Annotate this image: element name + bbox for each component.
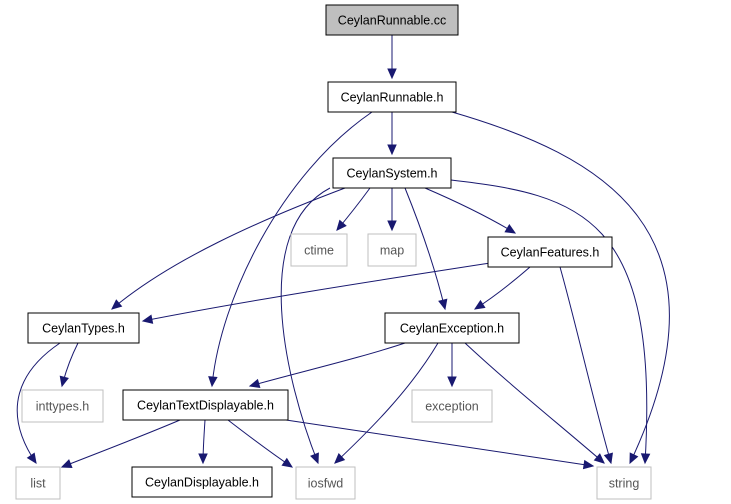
nodes-layer: CeylanRunnable.ccCeylanRunnable.hCeylanS…: [15, 4, 652, 500]
edge-features-h-to-string: [559, 266, 613, 465]
node-label: CeylanRunnable.h: [341, 91, 444, 105]
edge-system-h-to-map: [387, 188, 397, 232]
node-label: exception: [425, 400, 479, 414]
node-label: ctime: [304, 244, 334, 258]
node-label: inttypes.h: [36, 400, 90, 414]
edge-textdisp-h-to-list: [60, 419, 181, 468]
node-box: [596, 466, 652, 500]
node-box: [411, 389, 493, 423]
node-label: list: [30, 477, 46, 491]
edge-system-h-to-features-h: [424, 187, 517, 234]
node-box: [122, 389, 289, 421]
node-box: [295, 466, 356, 500]
node-label: CeylanTextDisplayable.h: [137, 399, 274, 413]
node-label: string: [609, 477, 640, 491]
node-exception-h[interactable]: CeylanException.h: [384, 312, 520, 344]
node-label: iosfwd: [308, 477, 343, 491]
edge-types-h-to-list: [16, 342, 61, 465]
node-label: CeylanException.h: [400, 322, 504, 336]
node-textdisp-h[interactable]: CeylanTextDisplayable.h: [122, 389, 289, 421]
edge-runnable-cc-to-runnable-h: [387, 35, 397, 80]
node-box: [367, 233, 417, 267]
node-iosfwd: iosfwd: [295, 466, 356, 500]
edge-features-h-to-exception-h: [473, 266, 531, 310]
edge-features-h-to-types-h: [141, 262, 491, 324]
node-label: map: [380, 244, 404, 258]
node-label: CeylanRunnable.cc: [338, 14, 446, 28]
edge-exception-h-to-string: [464, 342, 605, 464]
node-list: list: [15, 466, 61, 500]
node-runnable-cc: CeylanRunnable.cc: [325, 4, 459, 36]
node-runnable-h[interactable]: CeylanRunnable.h: [327, 81, 457, 113]
edge-system-h-to-ctime: [336, 187, 371, 231]
node-string: string: [596, 466, 652, 500]
edge-exception-h-to-iosfwd: [334, 342, 439, 464]
node-box: [21, 389, 104, 423]
node-label: CeylanFeatures.h: [501, 246, 600, 260]
node-ctime: ctime: [290, 233, 348, 267]
node-displayable-h[interactable]: CeylanDisplayable.h: [131, 466, 273, 498]
node-label: CeylanDisplayable.h: [145, 476, 259, 490]
node-box: [487, 236, 613, 268]
node-box: [27, 312, 140, 344]
node-inttypes-h: inttypes.h: [21, 389, 104, 423]
node-box: [325, 4, 459, 36]
edge-system-h-to-exception-h: [404, 187, 448, 311]
node-system-h[interactable]: CeylanSystem.h: [332, 157, 452, 189]
node-label: CeylanTypes.h: [42, 322, 125, 336]
edge-exception-h-to-exception: [447, 343, 457, 388]
node-box: [131, 466, 273, 498]
node-box: [327, 81, 457, 113]
node-types-h[interactable]: CeylanTypes.h: [27, 312, 140, 344]
node-exception: exception: [411, 389, 493, 423]
node-box: [15, 466, 61, 500]
edge-textdisp-h-to-string: [285, 419, 595, 470]
node-box: [384, 312, 520, 344]
edge-types-h-to-inttypes-h: [59, 342, 79, 388]
edge-runnable-h-to-string: [451, 111, 670, 465]
edge-system-h-to-iosfwd: [280, 187, 331, 465]
node-box: [332, 157, 452, 189]
edges-layer: [16, 35, 670, 470]
node-label: CeylanSystem.h: [346, 167, 437, 181]
edge-exception-h-to-textdisp-h: [248, 342, 406, 389]
edge-runnable-h-to-system-h: [387, 112, 397, 156]
edge-textdisp-h-to-iosfwd: [227, 419, 294, 468]
edge-runnable-h-to-textdisp-h: [208, 111, 373, 388]
node-features-h[interactable]: CeylanFeatures.h: [487, 236, 613, 268]
edge-system-h-to-string: [450, 179, 651, 465]
node-map: map: [367, 233, 417, 267]
edge-textdisp-h-to-displayable-h: [198, 419, 208, 465]
node-box: [290, 233, 348, 267]
